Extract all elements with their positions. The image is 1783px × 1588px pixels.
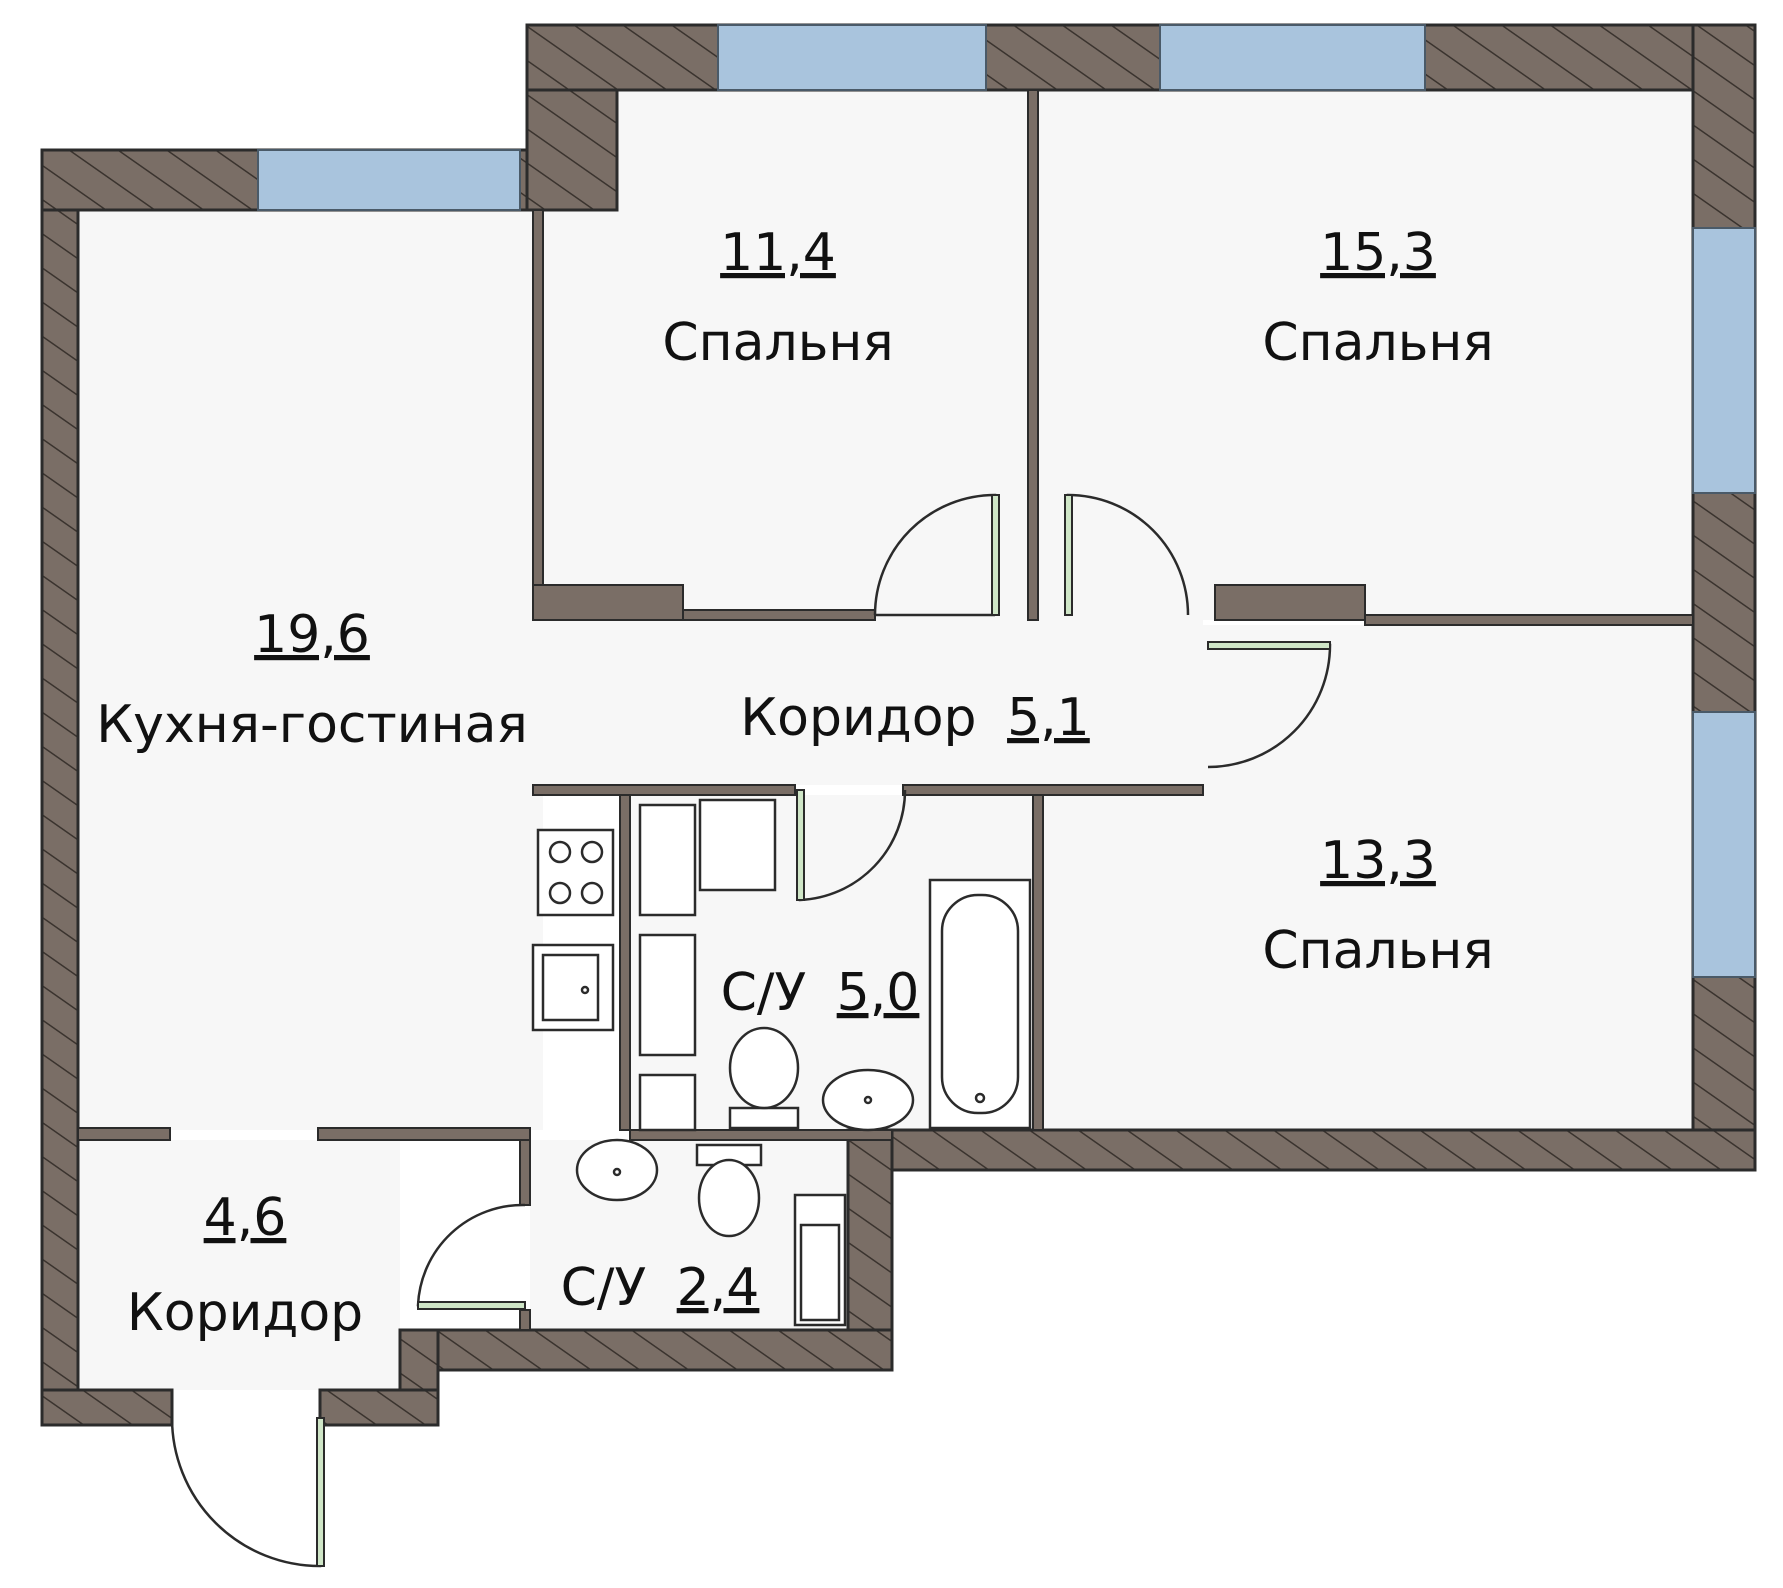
cabinet <box>638 803 697 917</box>
drain-icon <box>612 1167 622 1177</box>
cabinet <box>638 1073 697 1132</box>
burner-icon <box>548 840 572 864</box>
wall-bath1-right <box>1032 794 1044 1131</box>
room-name-bathroom-1: С/У <box>721 963 807 1023</box>
room-area-bedroom-3: 13,3 <box>1320 831 1436 891</box>
room-area-bedroom-1: 11,4 <box>720 223 836 283</box>
cabinet-inner <box>799 1223 841 1322</box>
wall-entry-bottom-left <box>40 1388 174 1427</box>
room-area-bathroom-1: 5,0 <box>837 963 920 1023</box>
room-area-corridor-main: 5,1 <box>1007 688 1090 748</box>
room-area-bathroom-2: 2,4 <box>677 1258 760 1318</box>
wall-bottom-right <box>890 1128 1757 1172</box>
floor-corridor-entry <box>78 1140 400 1390</box>
wall-bath2-bottom <box>398 1328 894 1372</box>
toilet-bowl <box>728 1026 800 1110</box>
wall-bed2-bottom-a <box>1214 584 1366 621</box>
partition-walls <box>77 89 1694 1331</box>
room-name-kitchen-living: Кухня-гостиная <box>96 695 527 755</box>
wall-bed1-left <box>532 209 544 621</box>
windows <box>257 24 1756 978</box>
door-bathroom-1 <box>798 789 907 902</box>
wall-corridor-bottom-a <box>532 784 796 796</box>
toilet-tank <box>728 1106 800 1130</box>
room-label-bathroom-1: С/У 5,0 <box>721 963 920 1023</box>
wall-bed1-bottom-b <box>682 609 876 621</box>
burner-icon <box>580 840 604 864</box>
window-bedroom-2-side <box>1692 227 1756 494</box>
door-leaf-bedroom-2 <box>1064 494 1073 616</box>
room-label-corridor-main: Коридор 5,1 <box>740 688 1090 748</box>
drain-icon <box>974 1092 986 1104</box>
kitchen-fixtures <box>531 828 615 1032</box>
wall-bed2-bottom-b <box>1364 614 1694 626</box>
drain-icon <box>863 1095 873 1105</box>
wall-left <box>40 148 80 1427</box>
room-area-kitchen-living: 19,6 <box>254 605 370 665</box>
door-leaf-bathroom-1 <box>796 789 805 901</box>
room-area-corridor-entry: 4,6 <box>204 1188 287 1248</box>
wall-entry-bottom-right <box>318 1388 440 1427</box>
burner-icon <box>580 881 604 905</box>
wall-bath2-left <box>519 1139 531 1206</box>
room-name-corridor-main: Коридор <box>740 688 976 748</box>
window-bedroom-1 <box>717 24 987 91</box>
wall-bed1-bed2 <box>1027 89 1039 621</box>
washing-machine <box>698 798 777 892</box>
wall-bed1-bottom-a <box>532 584 684 621</box>
door-leaf-bedroom-1 <box>991 494 1000 616</box>
wall-corridor-bottom-b <box>902 784 1204 796</box>
wall-kitchen-entry-b <box>317 1127 531 1141</box>
room-area-bedroom-2: 15,3 <box>1320 223 1436 283</box>
bathtub-inner <box>940 893 1020 1115</box>
room-name-corridor-entry: Коридор <box>127 1283 363 1343</box>
room-name-bathroom-2: С/У <box>561 1258 647 1318</box>
door-bedroom-1 <box>873 493 997 617</box>
room-name-bedroom-3: Спальня <box>1262 921 1493 981</box>
toilet-bowl <box>697 1158 761 1238</box>
window-bedroom-3-side <box>1692 711 1756 978</box>
wall-bath1-left <box>619 794 631 1131</box>
wall-right <box>1691 23 1757 1172</box>
floor-kitchen-living <box>78 210 543 1130</box>
door-leaf-bathroom-2 <box>417 1301 526 1310</box>
door-bedroom-3 <box>1207 643 1332 769</box>
wall-bath2-left-b <box>519 1309 531 1331</box>
stove <box>536 828 615 917</box>
room-labels: 11,4 Спальня 15,3 Спальня 13,3 Спальня 1… <box>96 223 1493 1343</box>
floor-corridor-main <box>543 620 1203 785</box>
room-name-bedroom-1: Спальня <box>662 313 893 373</box>
cabinet <box>638 933 697 1057</box>
room-name-bedroom-2: Спальня <box>1262 313 1493 373</box>
burner-icon <box>548 881 572 905</box>
door-entry <box>170 1417 322 1568</box>
wall-kitchen-entry-a <box>77 1127 171 1141</box>
bathroom-1-fixtures <box>638 798 1032 1132</box>
window-bedroom-2 <box>1159 24 1426 91</box>
kitchen-sink-basin <box>541 953 600 1022</box>
doors <box>170 493 1332 1568</box>
door-bedroom-2 <box>1066 493 1190 616</box>
room-label-bathroom-2: С/У 2,4 <box>561 1258 760 1318</box>
door-bathroom-2 <box>416 1203 526 1307</box>
window-kitchen <box>257 149 521 211</box>
door-leaf-entry <box>316 1417 325 1567</box>
drain-icon <box>580 985 590 995</box>
bathroom-2-fixtures <box>575 1138 847 1327</box>
floor-bedroom-1 <box>543 90 1028 620</box>
door-leaf-bedroom-3 <box>1207 641 1331 650</box>
wall-top <box>525 23 1757 92</box>
floor-bedroom-2 <box>1038 90 1693 620</box>
wall-bath1-bottom <box>629 1129 893 1141</box>
